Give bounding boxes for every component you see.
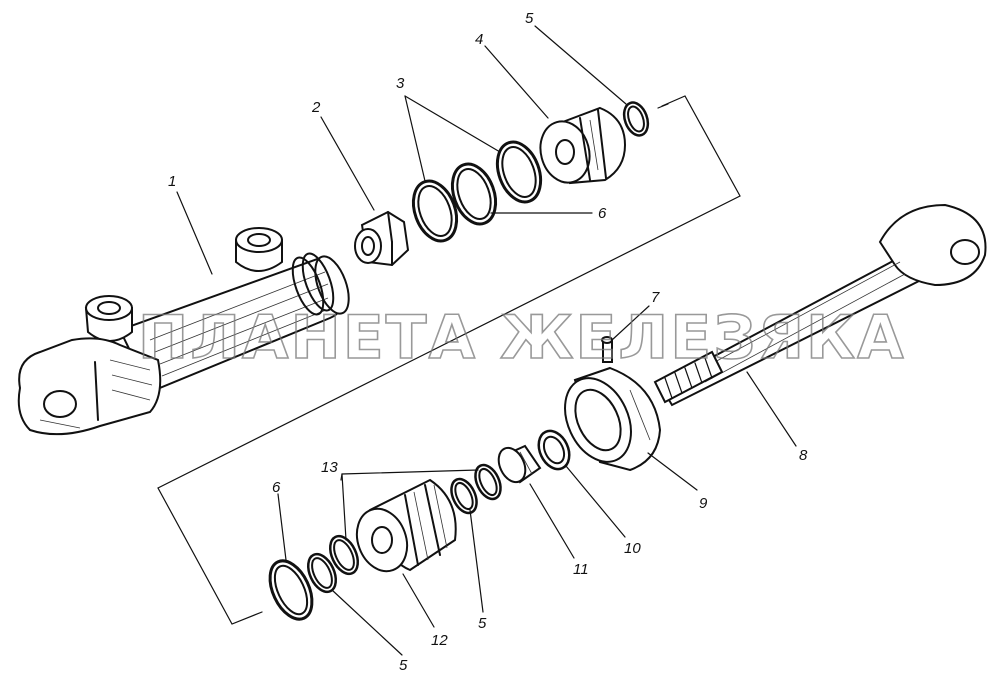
label-part-5-middle: 5 bbox=[478, 615, 487, 632]
ring-seal-13b bbox=[328, 534, 360, 576]
nut bbox=[354, 210, 410, 267]
assembly-lines bbox=[157, 95, 741, 625]
leader-lines bbox=[176, 25, 797, 656]
washer-10 bbox=[537, 429, 571, 471]
piston bbox=[355, 478, 457, 573]
ring-seal-6b bbox=[268, 559, 314, 621]
bushing-11 bbox=[497, 444, 542, 484]
label-part-5-upper: 5 bbox=[525, 10, 534, 27]
ring-seal-13a bbox=[474, 463, 502, 501]
label-part-4: 4 bbox=[475, 31, 483, 48]
label-part-1: 1 bbox=[168, 173, 176, 190]
gland-bushing bbox=[539, 106, 627, 185]
label-part-6-lower: 6 bbox=[272, 479, 281, 496]
retaining-ring-5c bbox=[306, 552, 338, 594]
label-part-2: 2 bbox=[311, 99, 321, 116]
ring-seal-3a bbox=[411, 179, 459, 243]
piston-rod bbox=[653, 203, 987, 407]
label-part-3: 3 bbox=[396, 75, 405, 92]
label-part-7: 7 bbox=[651, 289, 660, 306]
label-part-5-lower: 5 bbox=[399, 657, 408, 674]
ring-seal-3b bbox=[495, 140, 543, 204]
locking-pin bbox=[601, 336, 613, 363]
label-part-11: 11 bbox=[573, 561, 589, 578]
cylinder-body bbox=[17, 227, 350, 436]
label-part-13: 13 bbox=[321, 459, 338, 476]
label-part-9: 9 bbox=[699, 495, 708, 512]
label-part-12: 12 bbox=[431, 632, 448, 649]
retaining-ring-5b bbox=[450, 477, 478, 515]
piston-nut bbox=[564, 366, 662, 472]
label-part-10: 10 bbox=[624, 540, 641, 557]
callout-labels: 1 2 3 4 5 6 7 8 9 10 11 12 13 5 6 5 bbox=[168, 10, 808, 674]
watermark: ПЛАНЕТА ЖЕЛЕЗЯКА bbox=[138, 303, 906, 373]
retaining-ring-5a bbox=[622, 101, 650, 137]
ring-seal-6a bbox=[450, 162, 498, 226]
label-part-8: 8 bbox=[799, 447, 808, 464]
label-part-6-upper: 6 bbox=[598, 205, 607, 222]
